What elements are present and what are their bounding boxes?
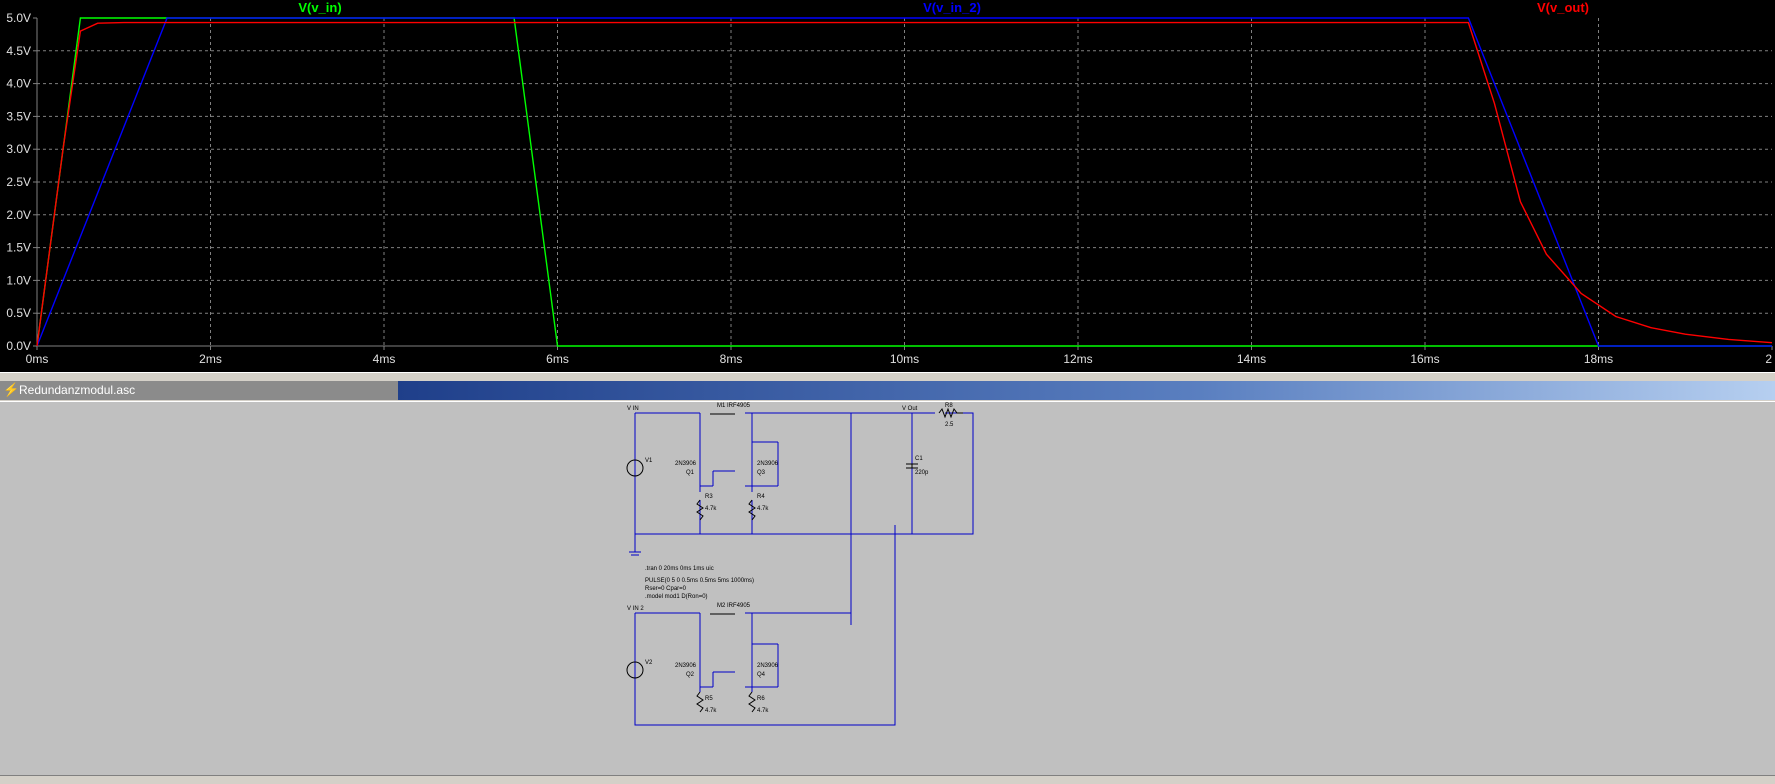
- x-tick-label: 0ms: [26, 352, 49, 366]
- schematic-window-title: Redundanzmodul.asc: [19, 383, 136, 397]
- x-tick-label: 14ms: [1237, 352, 1266, 366]
- status-bar: [0, 775, 1775, 784]
- label-bjt1: 2N3906: [675, 461, 697, 467]
- x-tick-label: 2: [1765, 352, 1772, 366]
- label-q2: Q2: [686, 672, 695, 678]
- x-tick-label: 18ms: [1584, 352, 1613, 366]
- schematic-canvas[interactable]: V IN V Out V IN 2 R8 2.5 C1 220p V1 V2 M…: [0, 402, 1775, 775]
- net-label-vin: V IN: [627, 406, 639, 412]
- y-tick-label: 4.5V: [6, 44, 31, 58]
- label-m2-model: IRF4905: [727, 603, 751, 609]
- series-line-1: [36, 17, 1772, 347]
- y-tick-label: 2.5V: [6, 175, 31, 189]
- label-r4: R4: [757, 494, 765, 500]
- label-q4: Q4: [757, 672, 766, 678]
- spice-directive-2[interactable]: PULSE(0 5 0 0.5ms 0.5ms 5ms 1000ms): [645, 578, 754, 584]
- y-tick-label: 1.0V: [6, 273, 31, 287]
- label-r6-value: 4.7k: [757, 708, 769, 714]
- label-bjt4: 2N3906: [757, 663, 779, 669]
- label-r4-value: 4.7k: [757, 506, 769, 512]
- plot-series: [36, 17, 1773, 347]
- y-axis-ticks: 5.0V 4.5V 4.0V 3.5V 3.0V 2.5V 2.0V 1.5V 1.0V 0.5V…: [6, 11, 37, 353]
- y-tick-label: 3.5V: [6, 109, 31, 123]
- trace-label-v-in[interactable]: V(v_in): [298, 0, 341, 15]
- schematic-symbols: [626, 407, 963, 713]
- series-line-2: [36, 21, 1773, 347]
- label-m2: M2: [717, 603, 726, 609]
- label-bjt2: 2N3906: [675, 663, 697, 669]
- y-tick-label: 4.0V: [6, 77, 31, 91]
- label-bjt3: 2N3906: [757, 461, 779, 467]
- schematic-window-titlebar[interactable]: ⚡ Redundanzmodul.asc: [0, 381, 1775, 400]
- x-tick-label: 12ms: [1063, 352, 1092, 366]
- spice-directive-1[interactable]: .tran 0 20ms 0ms 1ms uic: [645, 566, 714, 572]
- schematic-wires: [629, 412, 974, 726]
- x-tick-label: 6ms: [546, 352, 569, 366]
- spice-directive-3[interactable]: Rser=0 Cpar=0: [645, 586, 687, 592]
- y-tick-label: 1.5V: [6, 241, 31, 255]
- x-tick-label: 4ms: [373, 352, 396, 366]
- trace-label-v-out[interactable]: V(v_out): [1537, 0, 1589, 15]
- label-r5-value: 4.7k: [705, 708, 717, 714]
- plot-grid: [36, 18, 1772, 347]
- y-tick-label: 2.0V: [6, 208, 31, 222]
- label-r3: R3: [705, 494, 713, 500]
- schematic-editor[interactable]: V IN V Out V IN 2 R8 2.5 C1 220p V1 V2 M…: [0, 401, 1775, 775]
- net-label-vout: V Out: [902, 406, 918, 412]
- label-c1-value: 220p: [915, 470, 929, 476]
- trace-label-v-in-2[interactable]: V(v_in_2): [923, 0, 981, 15]
- label-c1: C1: [915, 456, 923, 462]
- label-q1: Q1: [686, 470, 695, 476]
- y-tick-label: 5.0V: [6, 11, 31, 25]
- y-tick-label: 0.5V: [6, 306, 31, 320]
- label-v1: V1: [645, 458, 653, 464]
- label-r8: R8: [945, 403, 953, 409]
- y-tick-label: 0.0V: [6, 339, 31, 353]
- y-tick-label: 3.0V: [6, 142, 31, 156]
- label-m1: M1: [717, 403, 726, 409]
- label-r5: R5: [705, 696, 713, 702]
- label-m1-model: IRF4905: [727, 403, 751, 409]
- label-r8-value: 2.5: [945, 422, 954, 428]
- label-r3-value: 4.7k: [705, 506, 717, 512]
- label-r6: R6: [757, 696, 765, 702]
- x-tick-label: 10ms: [890, 352, 919, 366]
- spice-directive-4[interactable]: .model mod1 D(Ron=0): [645, 594, 708, 600]
- net-label-vin2: V IN 2: [627, 606, 644, 612]
- waveform-plot[interactable]: 5.0V 4.5V 4.0V 3.5V 3.0V 2.5V 2.0V 1.5V 1.0V 0.5V…: [0, 0, 1775, 372]
- waveform-viewer[interactable]: 5.0V 4.5V 4.0V 3.5V 3.0V 2.5V 2.0V 1.5V 1.0V 0.5V…: [0, 0, 1775, 372]
- x-tick-label: 8ms: [720, 352, 743, 366]
- x-tick-label: 2ms: [199, 352, 222, 366]
- x-axis-ticks: 0ms 2ms 4ms 6ms 8ms 10ms 12ms 14ms 16ms 18ms 2: [26, 346, 1773, 366]
- label-q3: Q3: [757, 470, 766, 476]
- ltspice-app-icon: ⚡: [3, 382, 20, 397]
- label-v2: V2: [645, 660, 653, 666]
- x-tick-label: 16ms: [1410, 352, 1439, 366]
